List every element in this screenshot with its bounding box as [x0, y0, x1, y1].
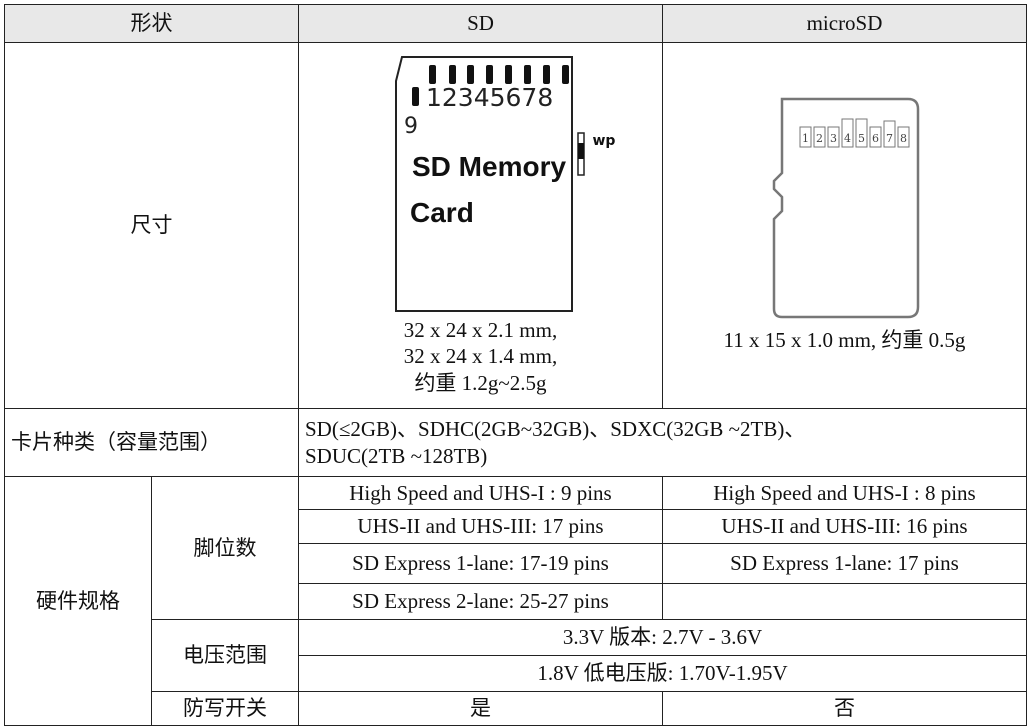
sd-size-cell: 12345678 9 SD Memory Card wp 32 x 24 x 2…	[298, 42, 663, 409]
microsd-pin-number: 2	[816, 132, 823, 145]
sd-pin-9: 9	[404, 114, 418, 139]
sd-label-line1: SD Memory	[412, 151, 566, 182]
write-protect-sd: 是	[298, 691, 663, 726]
microsd-pin-number: 8	[900, 132, 907, 145]
pins-label: 脚位数	[151, 476, 299, 620]
microsd-size-text: 11 x 15 x 1.0 mm, 约重 0.5g	[723, 328, 966, 353]
size-row: 尺寸 12345678 9	[4, 42, 1027, 409]
wp-switch-label: wp	[592, 133, 616, 150]
sd-pin-numbers: 12345678	[426, 83, 553, 112]
voltage-label: 电压范围	[151, 619, 299, 692]
microsd-pins-value: High Speed and UHS-I : 8 pins	[662, 476, 1027, 510]
microsd-card-figure: 1 2 3 4 5 6 7 8	[772, 98, 919, 319]
microsd-pin-number: 7	[886, 132, 893, 145]
pins-row: UHS-II and UHS-III: 17 pins UHS-II and U…	[5, 509, 1027, 544]
write-protect-label: 防写开关	[151, 691, 299, 726]
microsd-size-cell: 1 2 3 4 5 6 7 8 11 x 15 x 1.0 mm, 约重 0.5…	[662, 42, 1027, 409]
hardware-label: 硬件规格	[4, 476, 152, 726]
sd-pins-value: SD Express 2-lane: 25-27 pins	[298, 583, 663, 620]
size-label: 尺寸	[4, 42, 299, 409]
voltage-row: 电压范围 3.3V 版本: 2.7V - 3.6V	[5, 619, 1027, 692]
microsd-pins-value: SD Express 1-lane: 17 pins	[662, 543, 1027, 584]
header-microsd: microSD	[662, 4, 1027, 43]
write-protect-microsd: 否	[662, 691, 1027, 726]
sd-card-figure: 12345678 9 SD Memory Card	[394, 56, 585, 313]
write-protect-row: 防写开关 是 否	[5, 691, 1027, 726]
card-types-line: SD(≤2GB)、SDHC(2GB~32GB)、SDXC(32GB ~2TB)、	[305, 417, 806, 442]
sd-label-line2: Card	[410, 197, 474, 228]
card-types-label: 卡片种类（容量范围）	[4, 408, 299, 477]
sd-size-line: 32 x 24 x 1.4 mm,	[403, 344, 558, 369]
pins-row: 硬件规格 脚位数 High Speed and UHS-I : 9 pins H…	[4, 476, 1027, 726]
voltage-value: 3.3V 版本: 2.7V - 3.6V	[298, 619, 1027, 656]
voltage-value: 1.8V 低电压版: 1.70V-1.95V	[298, 655, 1027, 692]
voltage-row: 1.8V 低电压版: 1.70V-1.95V	[5, 655, 1027, 692]
sd-pins-value: SD Express 1-lane: 17-19 pins	[298, 543, 663, 584]
card-types-row: 卡片种类（容量范围） SD(≤2GB)、SDHC(2GB~32GB)、SDXC(…	[4, 408, 1027, 477]
sd-size-text: 32 x 24 x 2.1 mm, 32 x 24 x 1.4 mm, 约重 1…	[299, 317, 662, 396]
card-types-line: SDUC(2TB ~128TB)	[305, 443, 488, 468]
sd-pins-value: High Speed and UHS-I : 9 pins	[298, 476, 663, 510]
pins-row: SD Express 2-lane: 25-27 pins	[5, 583, 1027, 620]
spec-table: 形状 SD microSD 尺寸	[4, 4, 1027, 726]
header-sd: SD	[298, 4, 663, 43]
microsd-pin-number: 6	[872, 132, 879, 145]
sd-size-line: 32 x 24 x 2.1 mm,	[403, 318, 558, 343]
microsd-pin-number: 4	[844, 132, 851, 145]
microsd-pins-value	[662, 583, 1027, 620]
sd-pins-value: UHS-II and UHS-III: 17 pins	[298, 509, 663, 544]
header-shape: 形状	[4, 4, 299, 43]
header-row: 形状 SD microSD	[4, 4, 1027, 43]
sd-weight-line: 约重 1.2g~2.5g	[414, 370, 547, 395]
microsd-pin-number: 3	[830, 132, 837, 145]
microsd-pin-number: 5	[858, 132, 865, 145]
microsd-pins-value: UHS-II and UHS-III: 16 pins	[662, 509, 1027, 544]
card-types-value: SD(≤2GB)、SDHC(2GB~32GB)、SDXC(32GB ~2TB)、…	[298, 408, 1027, 477]
microsd-pin-number: 1	[802, 132, 809, 145]
